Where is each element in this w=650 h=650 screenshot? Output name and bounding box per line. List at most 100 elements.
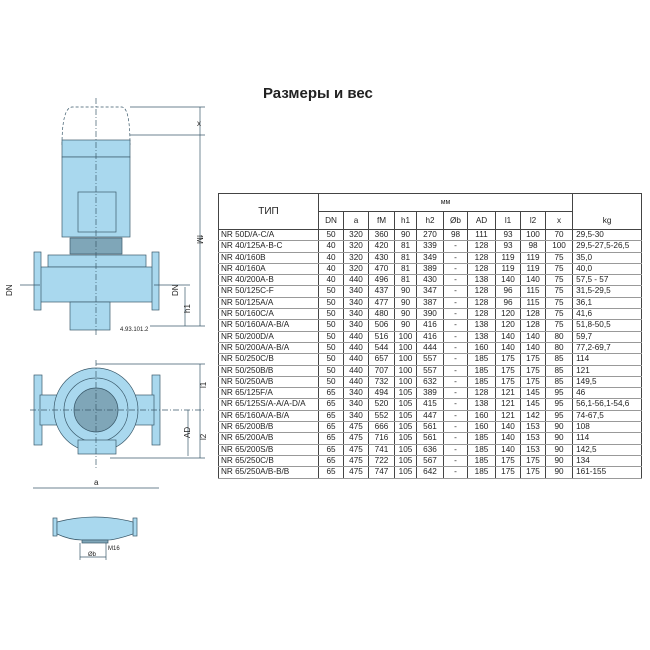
- pump-type-cell: NR 40/160B: [218, 251, 319, 264]
- dimension-cell: 93: [495, 228, 521, 242]
- dimension-cell: 153: [520, 421, 546, 434]
- dimension-cell: -: [443, 308, 468, 321]
- dimension-cell: 140: [495, 443, 521, 456]
- dimension-cell: 81: [394, 240, 417, 253]
- dimension-cell: 440: [343, 330, 369, 343]
- dimension-cell: 470: [368, 262, 395, 276]
- dim-fm-label: fM: [195, 235, 204, 244]
- pump-type-cell: NR 50/200A/A-B/A: [218, 341, 319, 355]
- pump-type-cell: NR 50/200D/A: [218, 330, 319, 343]
- dimension-cell: 185: [467, 432, 496, 445]
- dimension-cell: 140: [495, 330, 521, 343]
- dimension-cell: 185: [467, 353, 496, 366]
- dimension-cell: 544: [368, 341, 395, 355]
- dimension-cell: 128: [467, 240, 496, 253]
- dimension-cell: 340: [343, 285, 369, 298]
- dimension-cell: 320: [343, 240, 369, 253]
- dimension-cell: -: [443, 443, 468, 456]
- dimension-cell: 75: [544, 251, 574, 264]
- dim-l2-label: l2: [199, 433, 208, 440]
- dimension-cell: 90: [544, 454, 574, 468]
- dimension-cell: 440: [343, 364, 369, 377]
- dimension-cell: 437: [368, 285, 395, 298]
- weight-cell: 36,1: [572, 296, 643, 310]
- dimension-cell: 96: [495, 285, 521, 298]
- dimension-cell: 50: [318, 319, 344, 332]
- column-header-øb: Øb: [443, 211, 468, 230]
- dimension-cell: -: [443, 262, 468, 276]
- dimension-cell: 185: [467, 454, 496, 468]
- dimension-cell: 100: [394, 330, 417, 343]
- dimension-cell: 105: [394, 443, 417, 456]
- dimension-cell: 128: [467, 251, 496, 264]
- dimension-cell: 120: [495, 319, 521, 332]
- dimension-cell: 416: [416, 319, 444, 332]
- dimension-cell: 145: [520, 387, 546, 400]
- dimension-cell: 175: [520, 454, 546, 468]
- dimension-cell: 636: [416, 443, 444, 456]
- dimension-cell: 340: [343, 296, 369, 310]
- drawing-ref-number: 4.93.101.2: [120, 327, 149, 333]
- dimension-cell: 90: [394, 228, 417, 242]
- dimension-cell: 506: [368, 319, 395, 332]
- dimension-cell: 557: [416, 364, 444, 377]
- dimension-cell: 119: [520, 251, 546, 264]
- dimension-cell: 657: [368, 353, 395, 366]
- dimension-cell: 747: [368, 466, 395, 479]
- dimension-cell: 100: [394, 375, 417, 389]
- dimension-cell: 105: [394, 398, 417, 411]
- dimension-cell: 552: [368, 409, 395, 423]
- dimension-cell: -: [443, 421, 468, 434]
- dimension-cell: 65: [318, 466, 344, 479]
- dimension-cell: 140: [495, 341, 521, 355]
- dimension-cell: 632: [416, 375, 444, 389]
- dimension-cell: 105: [394, 409, 417, 423]
- dimension-cell: 90: [544, 466, 574, 479]
- dimension-cell: 119: [495, 262, 521, 276]
- dimension-cell: 741: [368, 443, 395, 456]
- dimension-cell: 50: [318, 341, 344, 355]
- dim-a-label: a: [94, 478, 99, 487]
- dimension-cell: 175: [495, 466, 521, 479]
- pump-type-cell: NR 50/160A/A-B/A: [218, 319, 319, 332]
- dimension-cell: 390: [416, 308, 444, 321]
- dimension-cell: 65: [318, 432, 344, 445]
- dimension-cell: 100: [394, 364, 417, 377]
- pump-type-cell: NR 50/160C/A: [218, 308, 319, 321]
- pump-type-cell: NR 50/250A/B: [218, 375, 319, 389]
- pump-type-cell: NR 40/200A-B: [218, 274, 319, 287]
- dimension-cell: 567: [416, 454, 444, 468]
- column-header-l2: l2: [520, 211, 546, 230]
- dimension-cell: 440: [343, 274, 369, 287]
- dimension-cell: -: [443, 432, 468, 445]
- dimension-cell: 420: [368, 240, 395, 253]
- dimension-cell: 50: [318, 330, 344, 343]
- column-header-h2: h2: [416, 211, 444, 230]
- dim-dn-left-label: DN: [5, 284, 14, 296]
- pump-type-cell: NR 40/125A-B-C: [218, 240, 319, 253]
- dimension-cell: 115: [520, 296, 546, 310]
- dimension-cell: 557: [416, 353, 444, 366]
- dimension-cell: -: [443, 251, 468, 264]
- dimension-cell: 387: [416, 296, 444, 310]
- dimension-cell: 140: [495, 432, 521, 445]
- dimension-cell: 85: [544, 353, 574, 366]
- dimension-cell: -: [443, 466, 468, 479]
- dimension-cell: 100: [520, 228, 546, 242]
- dimension-cell: 561: [416, 432, 444, 445]
- dimension-cell: 140: [520, 274, 546, 287]
- dimension-cell: 175: [520, 364, 546, 377]
- dimension-cell: 175: [495, 375, 521, 389]
- pump-type-cell: NR 50/250B/B: [218, 364, 319, 377]
